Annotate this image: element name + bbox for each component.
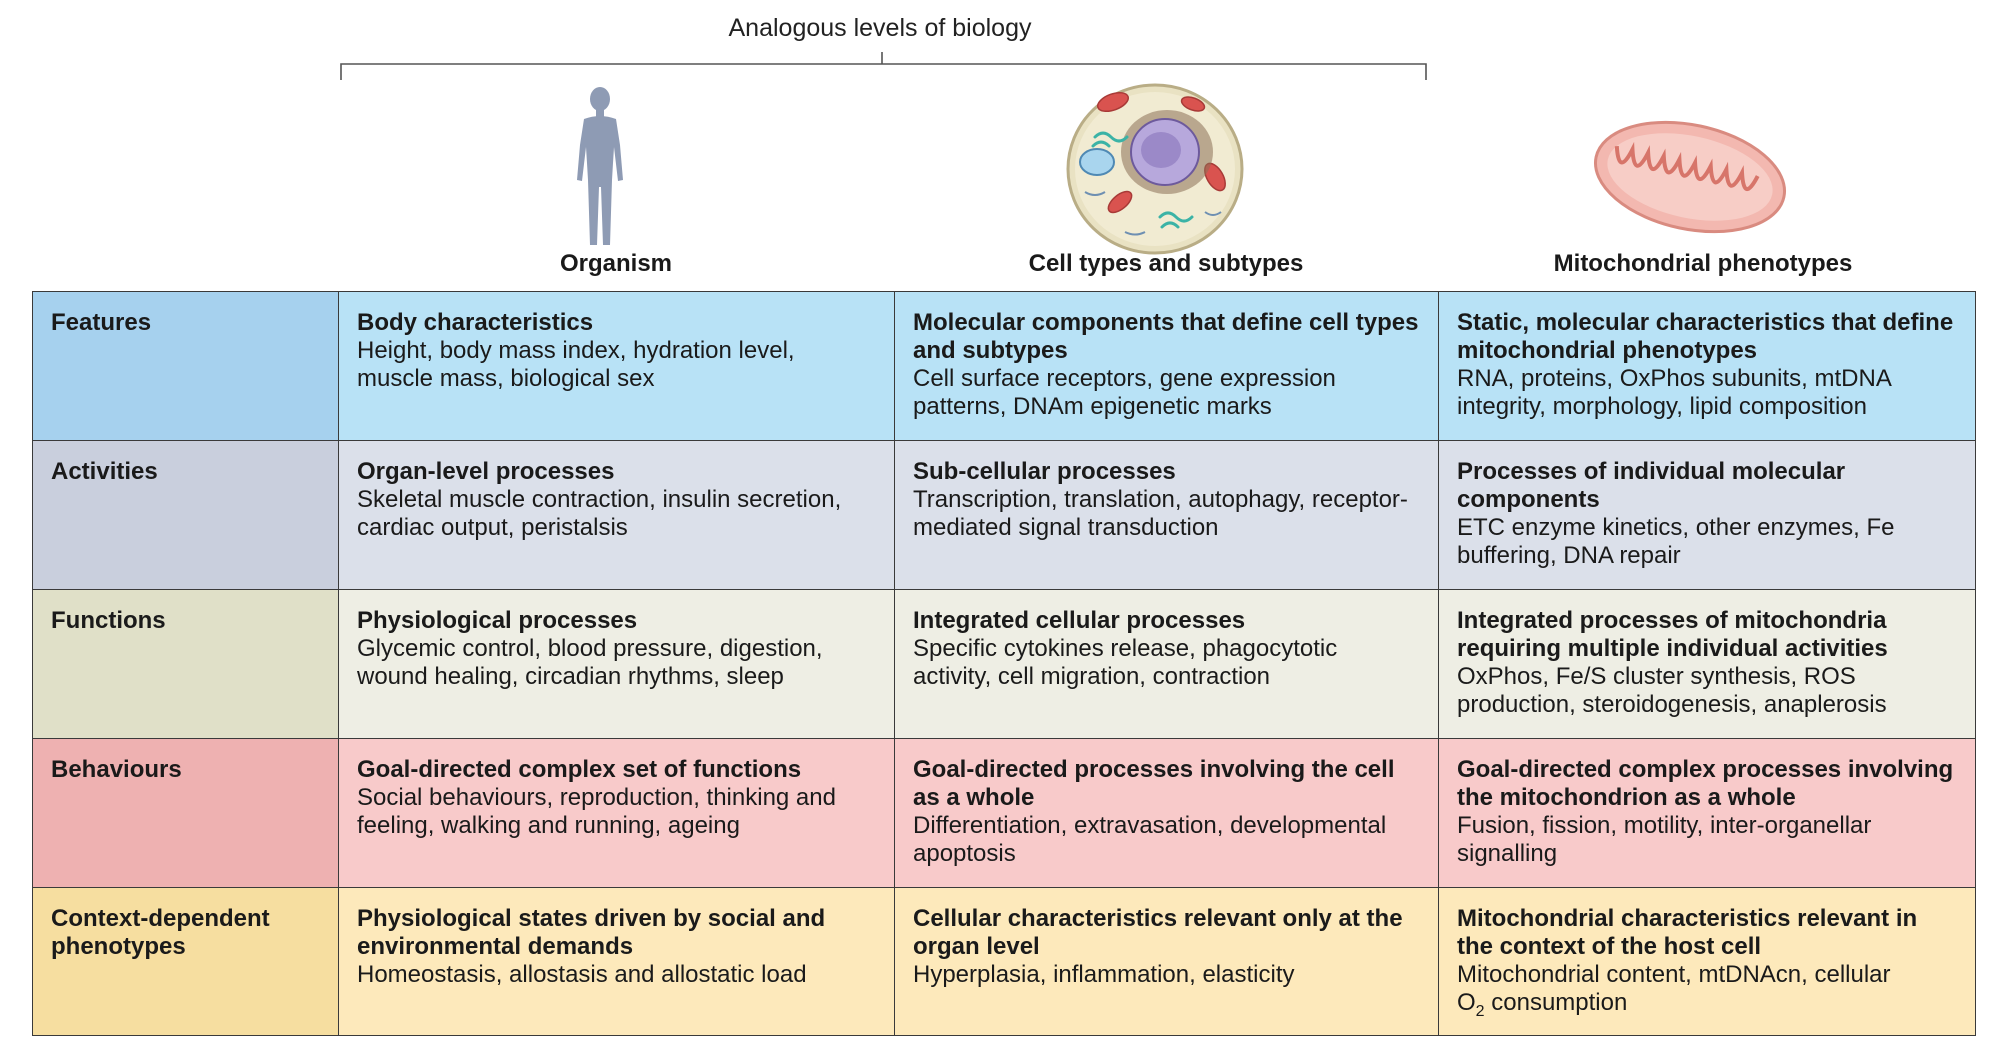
table-cell: Mitochondrial characteristics relevant i… xyxy=(1438,887,1976,1036)
table-cell: Goal-directed processes involving the ce… xyxy=(894,738,1439,888)
row-label-cell: Features xyxy=(32,291,339,441)
table-cell: Integrated processes of mitochondria req… xyxy=(1438,589,1976,739)
cell-body: Fusion, fission, motility, inter-organel… xyxy=(1457,812,1872,867)
cell-title: Molecular components that define cell ty… xyxy=(913,309,1419,364)
cell-body: OxPhos, Fe/S cluster synthesis, ROS prod… xyxy=(1457,663,1887,718)
cell-body: Cell surface receptors, gene expression … xyxy=(913,365,1336,420)
table-cell: Goal-directed complex processes involvin… xyxy=(1438,738,1976,888)
header-bracket xyxy=(340,52,1427,80)
cell-body: Homeostasis, allostasis and allostatic l… xyxy=(357,961,807,988)
row-label: Behaviours xyxy=(51,756,182,783)
cell-title: Integrated processes of mitochondria req… xyxy=(1457,607,1888,662)
row-label-cell: Behaviours xyxy=(32,738,339,888)
row-label: Functions xyxy=(51,607,166,634)
cell-body: Height, body mass index, hydration level… xyxy=(357,337,795,392)
cell-body: Skeletal muscle contraction, insulin sec… xyxy=(357,486,842,541)
table-cell: Processes of individual molecular compon… xyxy=(1438,440,1976,590)
table-cell: Cellular characteristics relevant only a… xyxy=(894,887,1439,1036)
column-title-cell-types: Cell types and subtypes xyxy=(1028,250,1304,277)
oxygen-symbol: O xyxy=(1457,989,1476,1016)
cell-title: Static, molecular characteristics that d… xyxy=(1457,309,1954,364)
human-figure-icon xyxy=(577,87,623,245)
cell-body: Transcription, translation, autophagy, r… xyxy=(913,486,1408,541)
cell-title: Body characteristics xyxy=(357,309,594,336)
cell-title: Goal-directed complex set of functions xyxy=(357,756,802,783)
cell-body: Glycemic control, blood pressure, digest… xyxy=(357,635,823,690)
row-label: Activities xyxy=(51,458,158,485)
cell-title: Goal-directed complex processes involvin… xyxy=(1457,756,1954,811)
column-title-mitochondrial: Mitochondrial phenotypes xyxy=(1553,250,1853,277)
cell-body: RNA, proteins, OxPhos subunits, mtDNA in… xyxy=(1457,365,1891,420)
cell-title: Integrated cellular processes xyxy=(913,607,1246,634)
cell-body: Hyperplasia, inflammation, elasticity xyxy=(913,961,1295,988)
column-title-organism: Organism xyxy=(559,250,673,277)
cell-body: Specific cytokines release, phagocytotic… xyxy=(913,635,1338,690)
cell-title: Physiological states driven by social an… xyxy=(357,905,826,960)
row-label: Features xyxy=(51,309,152,336)
cell-body: Mitochondrial content, mtDNAcn, cellular… xyxy=(1457,961,1957,1020)
table-row-behaviours: Behaviours Goal-directed complex set of … xyxy=(32,738,1976,888)
cell-body-tail: consumption xyxy=(1484,989,1628,1016)
cell-body: Social behaviours, reproduction, thinkin… xyxy=(357,784,836,839)
cell-title: Processes of individual molecular compon… xyxy=(1457,458,1846,513)
row-label-cell: Activities xyxy=(32,440,339,590)
table-row-context-dependent: Context-dependent phenotypes Physiologic… xyxy=(32,887,1976,1036)
cell-title: Physiological processes xyxy=(357,607,638,634)
cell-title: Goal-directed processes involving the ce… xyxy=(913,756,1395,811)
row-label: Context-dependent phenotypes xyxy=(51,905,270,960)
diagram-header-title: Analogous levels of biology xyxy=(728,14,1032,42)
row-label-cell: Context-dependent phenotypes xyxy=(32,887,339,1036)
cell-icon xyxy=(1066,83,1244,255)
cell-body: Differentiation, extravasation, developm… xyxy=(913,812,1387,867)
mitochondrion-icon xyxy=(1593,120,1787,234)
cell-title: Mitochondrial characteristics relevant i… xyxy=(1457,905,1918,960)
table-cell: Physiological states driven by social an… xyxy=(338,887,895,1036)
cell-title: Sub-cellular processes xyxy=(913,458,1176,485)
table-cell: Static, molecular characteristics that d… xyxy=(1438,291,1976,441)
cell-body-text: Mitochondrial content, mtDNAcn, cellular xyxy=(1457,961,1891,988)
cell-title: Cellular characteristics relevant only a… xyxy=(913,905,1403,960)
table-cell: Molecular components that define cell ty… xyxy=(894,291,1439,441)
oxygen-subscript: 2 xyxy=(1475,1002,1485,1020)
row-label-cell: Functions xyxy=(32,589,339,739)
cell-body: ETC enzyme kinetics, other enzymes, Fe b… xyxy=(1457,514,1895,569)
cell-title: Organ-level processes xyxy=(357,458,615,485)
